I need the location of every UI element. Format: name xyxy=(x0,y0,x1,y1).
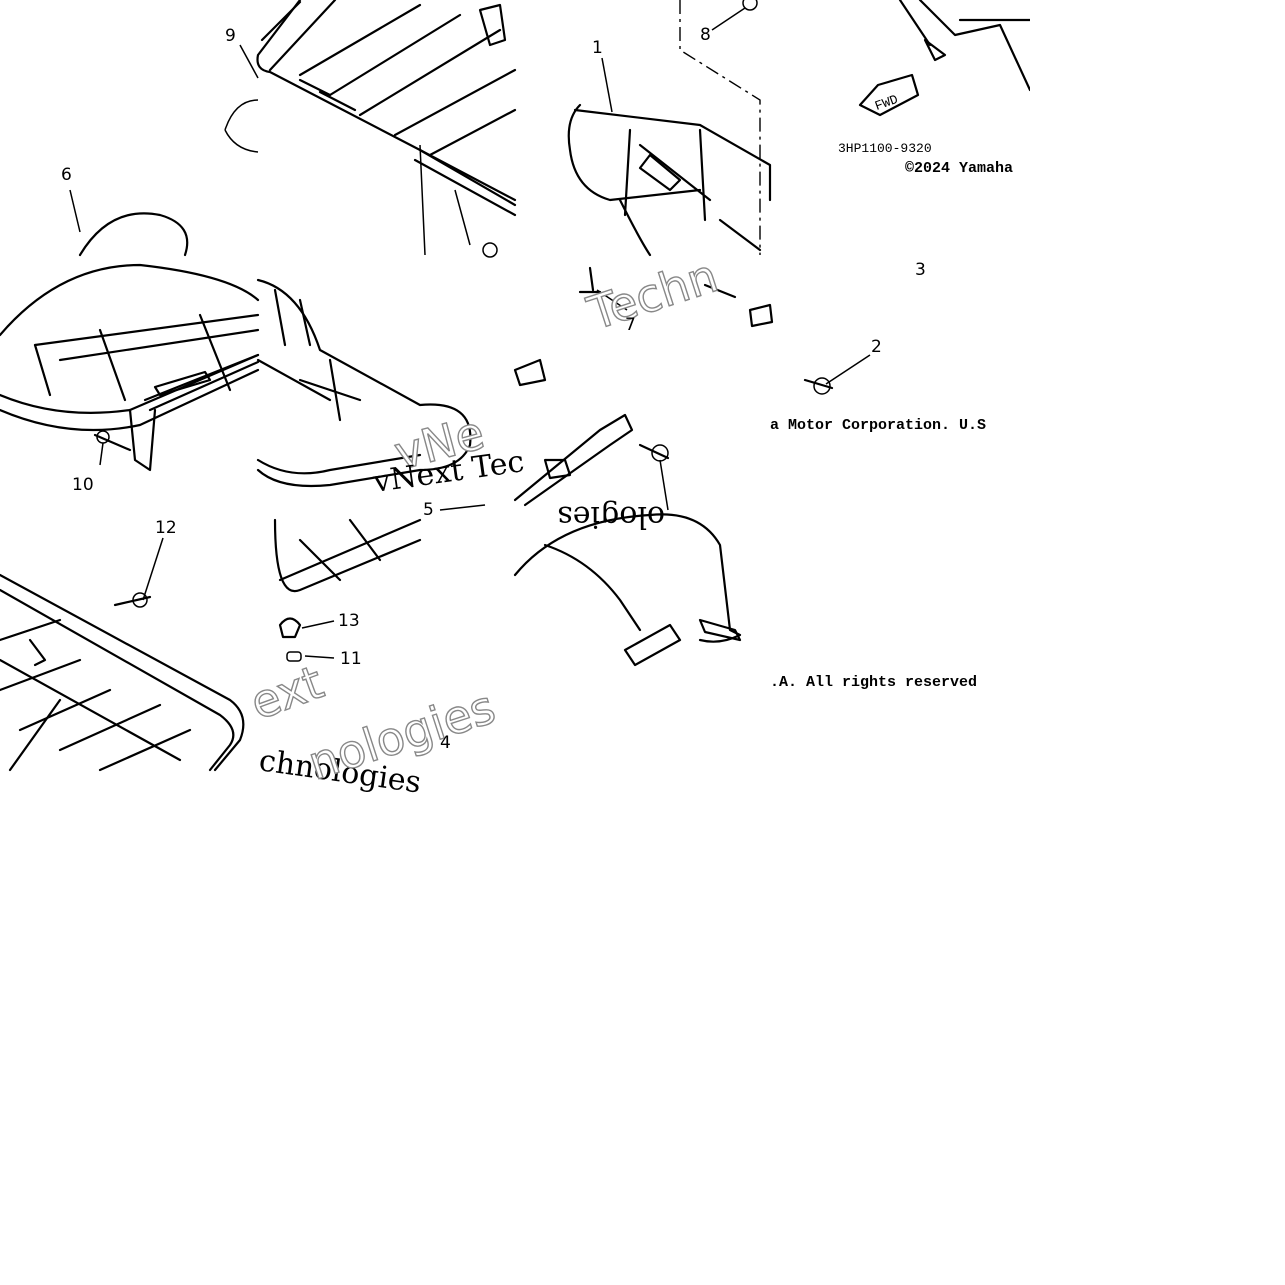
watermark-ext: ext xyxy=(243,655,330,731)
callout-11: 11 xyxy=(340,649,362,669)
callout-9: 9 xyxy=(225,26,236,46)
callout-1: 1 xyxy=(592,38,603,58)
copyright-mid: a Motor Corporation. U.S xyxy=(770,417,986,434)
rear-carrier-top xyxy=(224,0,517,258)
watermark-techn: Techn xyxy=(581,248,724,341)
leader-lines xyxy=(69,7,871,659)
callout-7: 7 xyxy=(625,315,636,335)
callout-12: 12 xyxy=(155,518,177,538)
callout-8: 8 xyxy=(700,25,711,45)
rear-frame-right xyxy=(858,0,1032,117)
fwd-arrow-icon xyxy=(858,73,920,117)
footrest-bracket xyxy=(513,358,742,667)
callout-5: 5 xyxy=(423,500,434,520)
watermark-layer: Techn vNe vNext Tec ologies ext chnologi… xyxy=(243,248,725,801)
drawing-code: 3HP1100-9320 xyxy=(838,141,932,156)
callout-13: 13 xyxy=(338,611,360,631)
front-guard xyxy=(567,0,834,395)
fwd-label: FWD xyxy=(873,92,900,114)
copyright-top: ©2024 Yamaha xyxy=(905,160,1013,177)
callout-labels: 1 2 3 4 5 6 7 8 9 10 11 12 13 xyxy=(61,25,926,753)
watermark-ologies: ologies xyxy=(557,499,665,534)
callout-10: 10 xyxy=(72,475,94,495)
callout-6: 6 xyxy=(61,165,72,185)
carrier-bottom-view xyxy=(0,573,245,772)
rear-carrier-lower xyxy=(256,278,472,662)
callout-4: 4 xyxy=(440,733,451,753)
copyright-bottom: .A. All rights reserved xyxy=(770,674,977,691)
callout-2: 2 xyxy=(871,337,882,357)
front-carrier xyxy=(0,212,260,472)
callout-3: 3 xyxy=(915,260,926,280)
